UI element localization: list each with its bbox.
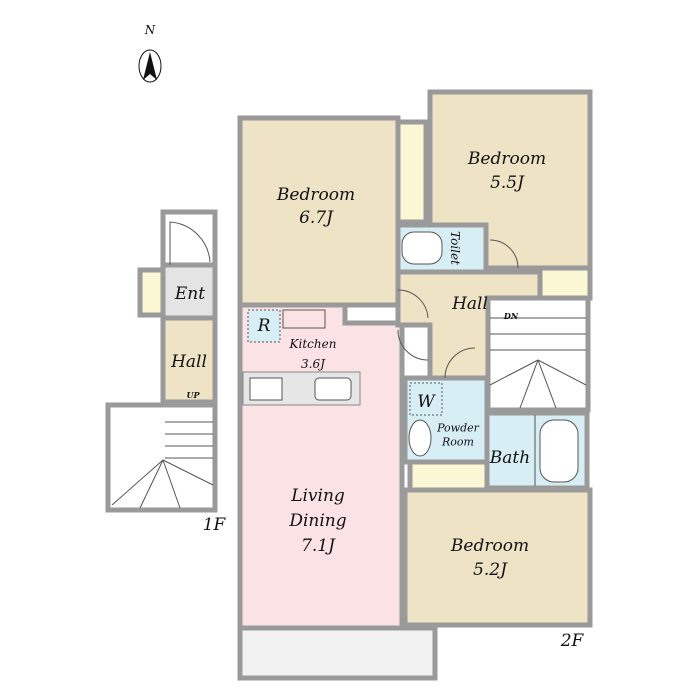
kitchen-size: 3.6J xyxy=(301,356,325,371)
closet-bedroom1 xyxy=(395,119,429,225)
shoe-closet xyxy=(137,267,166,318)
floor-label-1f: 1F xyxy=(202,514,226,535)
washbasin-icon xyxy=(408,419,432,457)
living-label: Living xyxy=(291,485,345,506)
dining-label: Dining xyxy=(289,510,347,531)
door-toilet xyxy=(489,239,519,269)
toilet-bowl-icon xyxy=(401,231,443,265)
balcony xyxy=(237,625,438,681)
refrigerator-box xyxy=(247,309,281,343)
door-ent xyxy=(169,221,211,265)
washer-label: W xyxy=(417,391,435,412)
room-shapes xyxy=(105,89,593,681)
hall-2f-label: Hall xyxy=(452,293,488,314)
refrigerator-label: R xyxy=(257,315,271,336)
bedroom1-size: 6.7J xyxy=(299,207,333,228)
ldk-size: 7.1J xyxy=(301,535,335,556)
bedroom3-name: Bedroom xyxy=(450,535,530,556)
hall-1f-label: Hall xyxy=(171,351,207,372)
compass-icon xyxy=(138,49,162,83)
bathtub-icon xyxy=(539,419,579,483)
up-label: UP xyxy=(186,390,200,401)
living-dining-kitchen xyxy=(237,302,405,631)
compass-label: N xyxy=(144,22,156,37)
kitchen-shelf xyxy=(282,309,326,329)
bedroom2-name: Bedroom xyxy=(467,148,547,169)
bedroom2-size: 5.5J xyxy=(490,172,524,193)
bath-label: Bath xyxy=(489,447,531,468)
stove-icon xyxy=(249,377,283,401)
closet-hall xyxy=(537,265,593,301)
bedroom-6-7 xyxy=(237,115,401,308)
entry-porch xyxy=(160,209,218,270)
dn-label: DN xyxy=(503,311,519,322)
door-powder xyxy=(444,347,476,379)
stair-treads-2f xyxy=(489,317,587,409)
sink-icon xyxy=(314,377,352,401)
kitchen-name: Kitchen xyxy=(289,336,337,351)
toilet-label: Toilet xyxy=(448,231,463,265)
powder-room-line2: Room xyxy=(442,435,474,449)
powder-room-line1: Powder xyxy=(437,421,479,435)
fixtures xyxy=(111,221,587,509)
ent-label: Ent xyxy=(174,283,206,304)
washer-box xyxy=(409,382,443,416)
bedroom3-size: 5.2J xyxy=(473,559,507,580)
stairs-2f xyxy=(485,295,591,413)
door-ldk xyxy=(397,329,429,361)
floor-label-2f: 2F xyxy=(560,630,584,651)
bedroom1-name: Bedroom xyxy=(276,184,356,205)
bedroom-5-2 xyxy=(402,487,593,628)
stair-treads-1f xyxy=(111,421,214,509)
hall-1f xyxy=(160,315,218,405)
door-bedroom1 xyxy=(397,289,429,319)
